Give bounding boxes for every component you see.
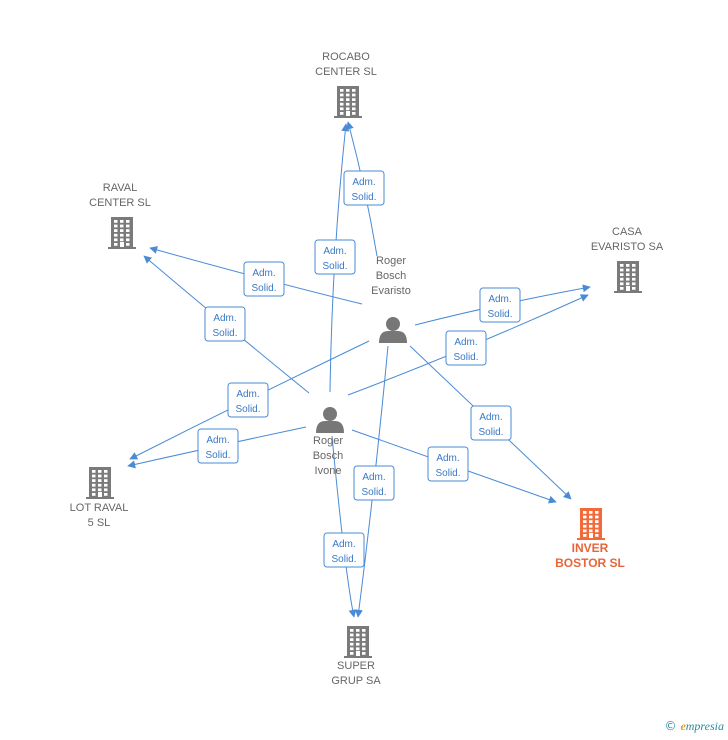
node-inver[interactable] [577, 508, 605, 540]
node-label-inver[interactable]: INVER BOSTOR SL [555, 541, 625, 570]
edge-label-text: Adm. [488, 294, 511, 305]
node-casa[interactable] [614, 261, 642, 293]
node-lot[interactable] [86, 467, 114, 499]
edge-label-text: Solid. [435, 468, 460, 479]
edge-label-text: Solid. [322, 261, 347, 272]
node-label-rocabo[interactable]: ROCABO CENTER SL [315, 51, 377, 78]
edge-label-text: Adm. [332, 539, 355, 550]
edge-label-text: Solid. [212, 328, 237, 339]
edge-label-text: Adm. [213, 313, 236, 324]
edge-label-ivone-rocabo[interactable]: Adm. Solid. [314, 239, 356, 275]
edge-label-text: Solid. [205, 450, 230, 461]
edge-label-text: Solid. [453, 352, 478, 363]
edge-label-ivone-lot[interactable]: Adm. Solid. [197, 428, 239, 464]
edge-label-text: Solid. [235, 404, 260, 415]
building-icon [334, 86, 362, 118]
building-icon [86, 467, 114, 499]
edge-label-text: Solid. [251, 283, 276, 294]
edge-label-evaristo-lot[interactable]: Adm. Solid. [227, 382, 269, 418]
person-icon [379, 317, 407, 343]
edge-label-evaristo-super[interactable]: Adm. Solid. [353, 465, 395, 501]
copyright-icon: © [664, 719, 677, 733]
node-label-ivone[interactable]: Roger Bosch Ivone [312, 435, 344, 477]
node-label-casa[interactable]: CASA EVARISTO SA [590, 226, 664, 253]
edge-label-text: Adm. [323, 246, 346, 257]
edge-label-evaristo-raval[interactable]: Adm. Solid. [243, 261, 285, 297]
edge-label-evaristo-casa[interactable]: Adm. Solid. [479, 287, 521, 323]
node-super[interactable] [344, 626, 372, 658]
edge-label-text: Adm. [362, 472, 385, 483]
node-rocabo[interactable] [334, 86, 362, 118]
building-icon [614, 261, 642, 293]
edge-label-ivone-raval[interactable]: Adm. Solid. [204, 306, 246, 342]
person-icon [316, 407, 344, 433]
edge-label-evaristo-rocabo[interactable]: Adm. Solid. [343, 170, 385, 206]
edge-label-text: Adm. [436, 453, 459, 464]
brand-initial: e [680, 719, 686, 733]
edge-label-evaristo-inver[interactable]: Adm. Solid. [470, 405, 512, 441]
edge-label-text: Adm. [352, 177, 375, 188]
node-evaristo[interactable] [379, 317, 407, 343]
building-icon [577, 508, 605, 540]
edge-label-text: Solid. [361, 487, 386, 498]
brand-name: mpresia [685, 719, 724, 733]
edge-label-ivone-inver[interactable]: Adm. Solid. [427, 446, 469, 482]
node-label-super[interactable]: SUPER GRUP SA [331, 660, 381, 687]
edge-label-text: Adm. [454, 337, 477, 348]
node-label-lot[interactable]: LOT RAVAL 5 SL [69, 502, 129, 529]
building-icon [344, 626, 372, 658]
node-raval[interactable] [108, 217, 136, 249]
edge-label-ivone-super[interactable]: Adm. Solid. [323, 532, 365, 568]
edge-label-text: Solid. [331, 554, 356, 565]
edge-label-text: Solid. [487, 309, 512, 320]
edge-label-text: Adm. [206, 435, 229, 446]
edge-label-text: Adm. [236, 389, 259, 400]
node-ivone[interactable] [316, 407, 344, 433]
empresia-watermark: ©empresia [664, 719, 724, 734]
edge-label-text: Adm. [479, 412, 502, 423]
edge-label-text: Solid. [478, 427, 503, 438]
edge-label-text: Adm. [252, 268, 275, 279]
node-label-evaristo[interactable]: Roger Bosch Evaristo [371, 255, 411, 297]
edge-label-ivone-casa[interactable]: Adm. Solid. [445, 330, 487, 366]
building-icon [108, 217, 136, 249]
edge-label-text: Solid. [351, 192, 376, 203]
node-label-raval[interactable]: RAVAL CENTER SL [89, 182, 151, 209]
